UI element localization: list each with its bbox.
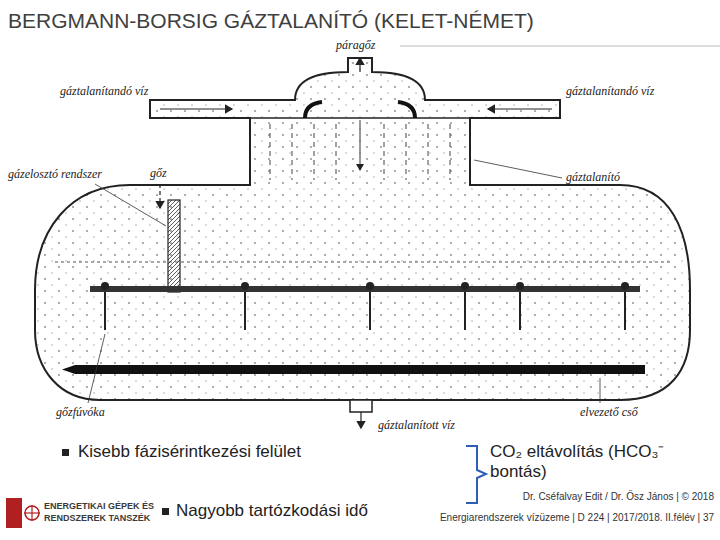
part-label: páragőz (336, 38, 375, 52)
part-label: gáztalanító (566, 170, 620, 184)
part-label: gáztalanítandó víz (566, 84, 654, 98)
part-label: gáztalanítandó víz (60, 84, 148, 98)
part-label: gőzfúvóka (56, 405, 105, 419)
slide-title: BERGMANN-BORSIG GÁZTALANÍTÓ (KELET-NÉMET… (8, 8, 534, 33)
part-label: gáztalanított víz (378, 418, 455, 432)
part-label: gőz (150, 166, 167, 180)
note-text: CO₂ eltávolítás (HCO₃⁻ bontás) (490, 442, 716, 483)
part-label: gázelosztó rendszer (8, 167, 102, 181)
bullet-text: Nagyobb tartózkodási idő (176, 501, 368, 521)
logo-text: ENERGETIKAI GÉPEK ÉS RENDSZEREK TANSZÉK (44, 500, 156, 524)
footer-text: Energiarendszerek vízüzeme | D 224 | 201… (440, 512, 714, 524)
part-label: elvezető cső (580, 405, 638, 419)
footer-text: Dr. Cséfalvay Edit / Dr. Ősz János | © 2… (523, 491, 714, 503)
bullet-text: Kisebb fázisérintkezési felület (78, 442, 301, 462)
